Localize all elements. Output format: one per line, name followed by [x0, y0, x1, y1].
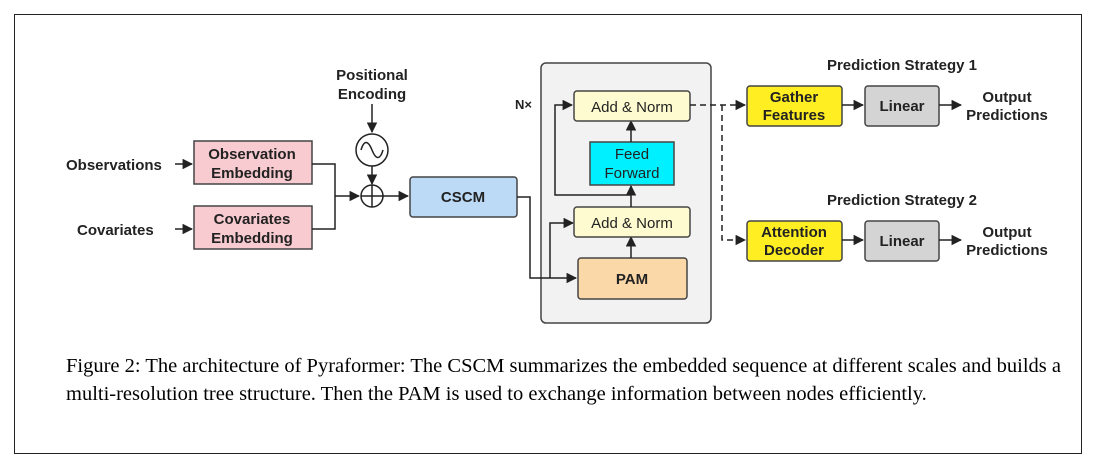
covariates-embedding-label-1: Covariates: [214, 211, 291, 228]
gather-features-label-1: Gather: [770, 89, 819, 106]
positional-encoding-label-2: Encoding: [338, 86, 406, 103]
strategy1-title: Prediction Strategy 1: [827, 57, 977, 74]
add-norm-top-label: Add & Norm: [591, 99, 673, 116]
attention-decoder-box: [746, 220, 843, 262]
covariates-label: Covariates: [77, 222, 154, 239]
cscm-label: CSCM: [441, 189, 485, 206]
output1-label-1: Output: [982, 89, 1031, 106]
attention-decoder-label-2: Decoder: [764, 242, 824, 259]
positional-encoding-label-1: Positional: [336, 67, 408, 84]
observation-embedding-label-1: Observation: [208, 146, 296, 163]
output1-label-2: Predictions: [966, 107, 1048, 124]
cscm-to-pam-line: [517, 196, 578, 284]
observations-label: Observations: [66, 157, 162, 174]
add-norm-bottom-box: [573, 206, 691, 238]
pam-box: [577, 257, 688, 300]
observation-embedding-label-2: Embedding: [211, 165, 293, 182]
feed-forward-label-2: Forward: [604, 165, 659, 182]
residual-to-top-addnorm: [554, 99, 631, 196]
feed-forward-box: [589, 141, 675, 186]
output2-label-1: Output: [982, 224, 1031, 241]
repeat-marker: N×: [515, 97, 532, 112]
linear2-box: [864, 220, 940, 262]
linear1-label: Linear: [879, 98, 924, 115]
strategy2-title: Prediction Strategy 2: [827, 192, 977, 209]
gather-features-box: [746, 85, 843, 127]
linear1-box: [864, 85, 940, 127]
figure-caption: Figure 2: The architecture of Pyraformer…: [66, 355, 1061, 405]
dashed-to-strategy2: [721, 105, 747, 246]
sine-wave-curve: [360, 141, 384, 159]
observation-to-sum-line: [312, 163, 336, 196]
add-norm-top-box: [573, 90, 691, 122]
output2-label-2: Predictions: [966, 242, 1048, 259]
pam-label: PAM: [616, 271, 648, 288]
linear2-label: Linear: [879, 233, 924, 250]
gather-features-label-2: Features: [763, 107, 826, 124]
add-norm-bottom-label: Add & Norm: [591, 215, 673, 232]
covariates-to-sum-line: [312, 196, 336, 230]
covariates-embedding-label-2: Embedding: [211, 230, 293, 247]
feed-forward-label-1: Feed: [615, 146, 649, 163]
observation-embedding-box: [193, 140, 313, 185]
residual-to-bottom-addnorm: [549, 217, 575, 278]
covariates-embedding-box: [193, 205, 313, 250]
attention-decoder-label-1: Attention: [761, 224, 827, 241]
